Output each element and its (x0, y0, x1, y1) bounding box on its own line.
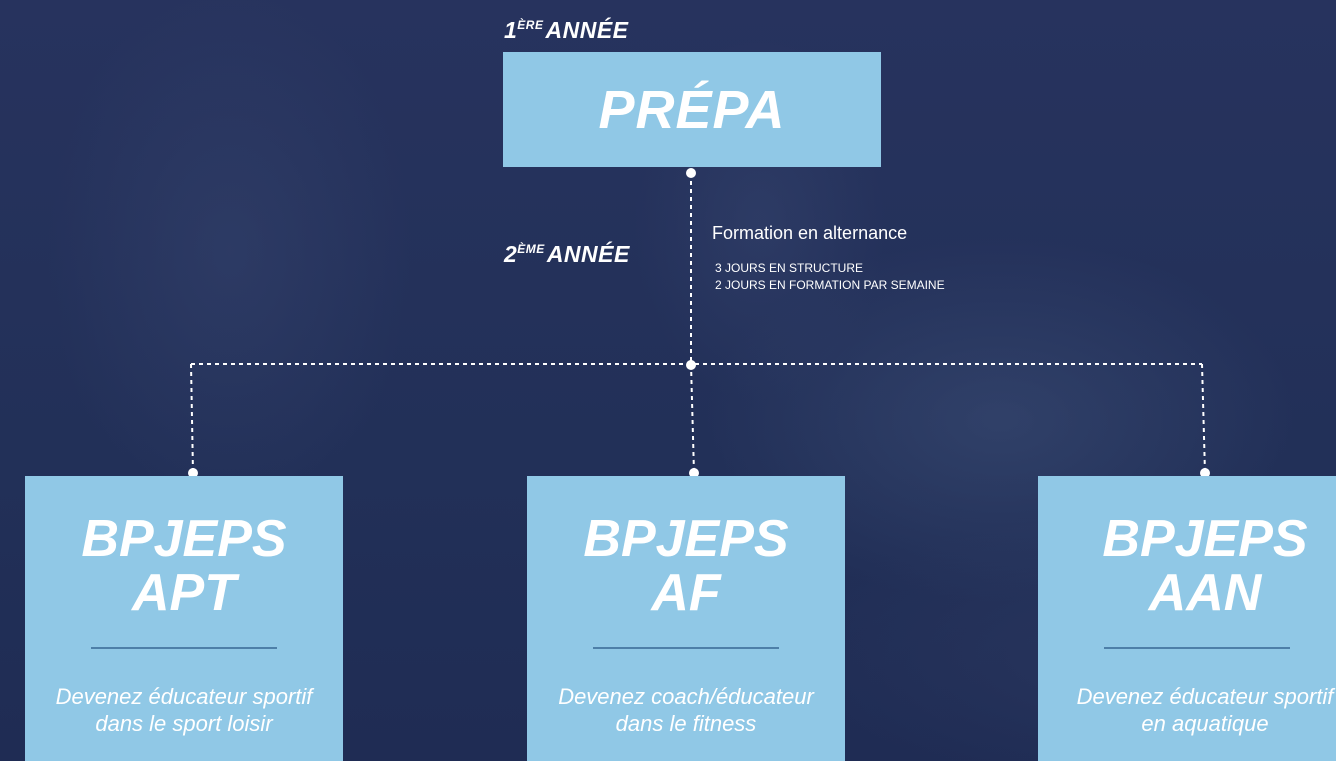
card-divider (593, 647, 779, 649)
card-af: BPJEPS AF Devenez coach/éducateur dans l… (527, 476, 845, 761)
connector-drop-left (190, 363, 194, 474)
card-apt: BPJEPS APT Devenez éducateur sportif dan… (25, 476, 343, 761)
card-aan: BPJEPS AAN Devenez éducateur sportif en … (1038, 476, 1336, 761)
card-title: BPJEPS AF (583, 510, 789, 622)
formation-line-1: 3 JOURS EN STRUCTURE (715, 261, 864, 275)
formation-title: Formation en alternance (712, 223, 908, 243)
card-divider (91, 647, 277, 649)
card-title: BPJEPS APT (81, 510, 287, 622)
connector-dot-top (686, 168, 696, 178)
card-description: Devenez coach/éducateur dans le fitness (558, 684, 814, 736)
card-title: BPJEPS AAN (1102, 510, 1308, 622)
card-description: Devenez éducateur sportif en aquatique (1076, 684, 1334, 736)
connector-dot-left (188, 468, 198, 478)
year-2-label: 2ÈMEANNÉE (504, 241, 630, 267)
formation-line-2: 2 JOURS EN FORMATION PAR SEMAINE (715, 278, 945, 292)
connector-dot-right (1200, 468, 1210, 478)
prepa-box: PRÉPA (503, 52, 881, 167)
year-1-label: 1ÈREANNÉE (504, 17, 629, 43)
connector-dot-center (689, 468, 699, 478)
prepa-label: PRÉPA (598, 79, 786, 140)
card-description: Devenez éducateur sportif dans le sport … (55, 684, 313, 736)
connector-drop-right (1201, 363, 1206, 474)
connector-dot-junction (686, 360, 696, 370)
card-divider (1104, 647, 1290, 649)
connector-drop-center (690, 363, 695, 474)
